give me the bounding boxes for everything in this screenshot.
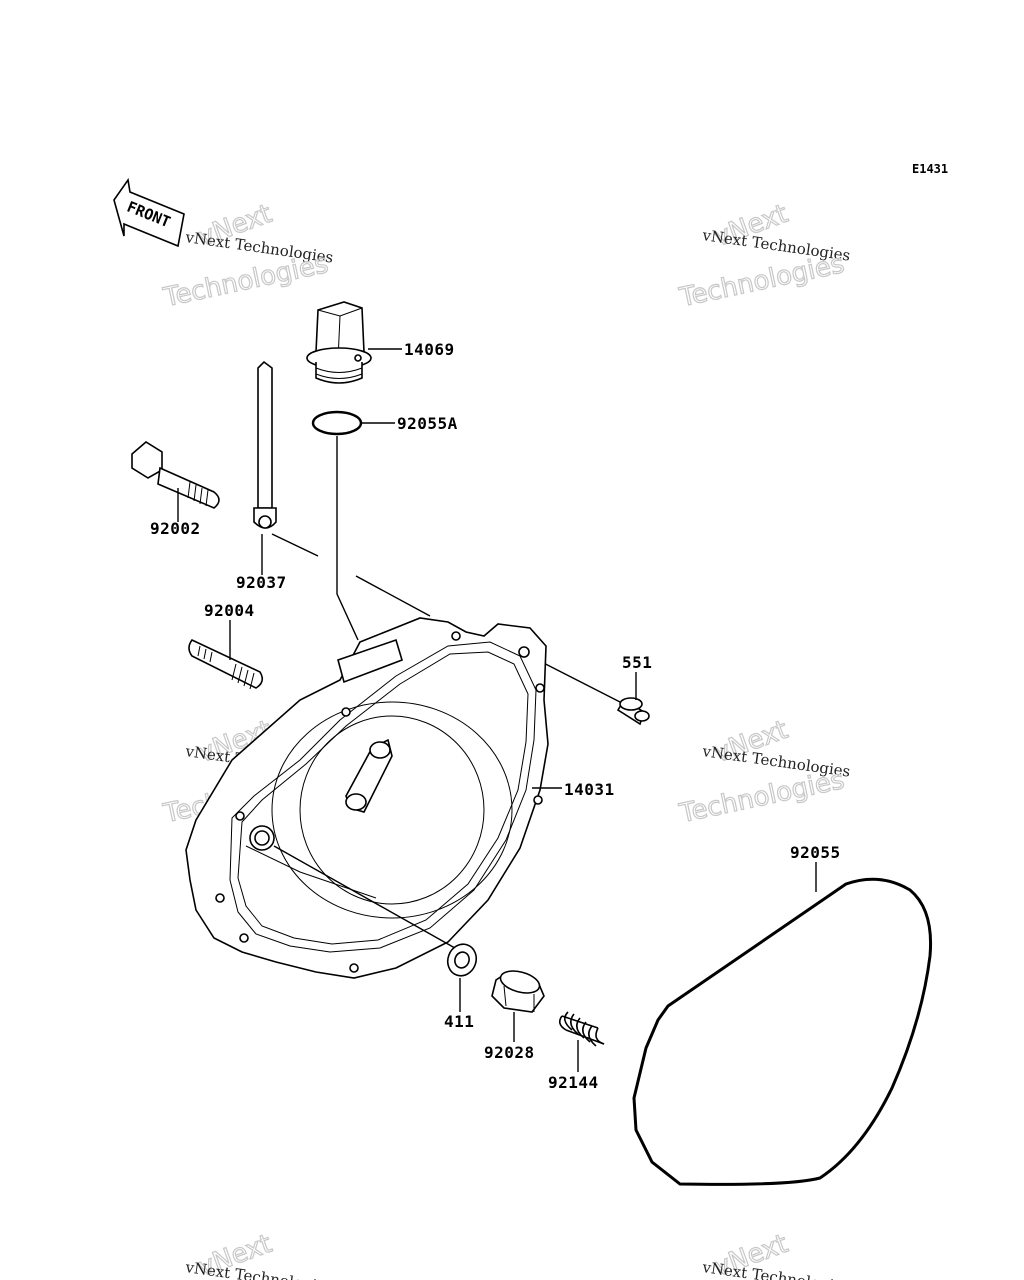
part-label-14069: 14069: [404, 340, 455, 359]
diagram-code: E1431: [912, 162, 948, 176]
collar-icon: [491, 970, 545, 1013]
o-ring-icon: [311, 410, 363, 436]
clutch-cover-icon: [185, 617, 549, 979]
dowel-pin-icon: [616, 697, 650, 726]
front-arrow-icon: FRONT: [113, 177, 185, 248]
stud-icon: [188, 638, 264, 690]
watermark-top-left: vNext vNext Technologies Technologies: [160, 198, 335, 314]
part-label-14031: 14031: [564, 780, 615, 799]
watermark-bottom-right: vNext vNext Technologies: [700, 1228, 851, 1280]
part-label-411: 411: [444, 1012, 474, 1031]
oil-seal-icon: [446, 943, 478, 977]
oil-filler-cap-icon: [306, 301, 372, 384]
part-label-92028: 92028: [484, 1043, 535, 1062]
watermark-bottom-left: vNext vNext Technologies: [183, 1228, 334, 1280]
part-label-92055: 92055: [790, 843, 841, 862]
watermark-top-right: vNext vNext Technologies Technologies: [676, 198, 852, 314]
cover-gasket-icon: [632, 877, 933, 1186]
svg-text:Technologies: Technologies: [676, 765, 847, 829]
part-label-92144: 92144: [548, 1073, 599, 1092]
part-label-92002: 92002: [150, 519, 201, 538]
spring-icon: [558, 1011, 605, 1047]
watermark-mid-right: vNext vNext Technologies Technologies: [676, 714, 852, 830]
clamp-icon: [253, 360, 277, 529]
part-label-551: 551: [622, 653, 652, 672]
svg-text:Technologies: Technologies: [160, 249, 331, 313]
flange-bolt-icon: [131, 441, 220, 509]
part-label-92004: 92004: [204, 601, 255, 620]
svg-text:Technologies: Technologies: [676, 249, 847, 313]
part-label-92055a: 92055A: [397, 414, 458, 433]
part-label-92037: 92037: [236, 573, 287, 592]
